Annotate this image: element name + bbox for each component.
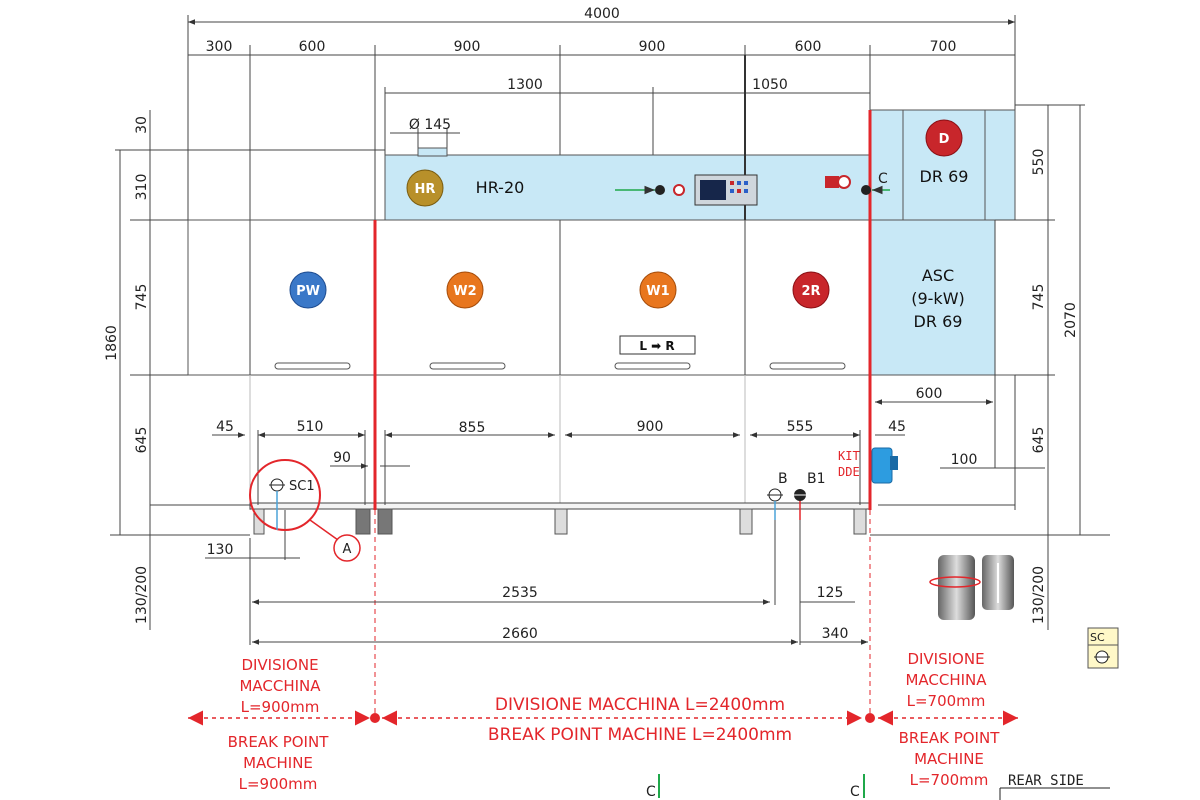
section-c-icons bbox=[658, 774, 865, 798]
sc-legend-box bbox=[1087, 627, 1119, 669]
asc-line3: DR 69 bbox=[914, 312, 963, 331]
connection-c-icon bbox=[825, 175, 890, 195]
dim-b45-right: 45 bbox=[888, 419, 906, 435]
dim-h1860: 1860 bbox=[104, 325, 120, 361]
marker-a: A bbox=[343, 542, 352, 557]
lower-dimensions bbox=[205, 399, 1045, 645]
left-note-it-2: MACCHINA bbox=[239, 677, 321, 695]
svg-text:W1: W1 bbox=[646, 284, 669, 299]
dim-b90: 90 bbox=[333, 450, 351, 466]
rear-side-label: REAR SIDE bbox=[1008, 773, 1084, 789]
section-c-right: C bbox=[850, 784, 860, 800]
top-dimensions bbox=[187, 15, 1016, 375]
dim-h745: 745 bbox=[134, 284, 150, 311]
kit-dde-icon bbox=[871, 447, 898, 484]
dim-b340: 340 bbox=[822, 626, 849, 642]
kit-label-2: DDE bbox=[838, 465, 860, 479]
dim-b555: 555 bbox=[787, 419, 814, 435]
dim-r130-200: 130/200 bbox=[1031, 566, 1047, 624]
hr-module bbox=[384, 154, 871, 221]
marker-sc: SC bbox=[1090, 631, 1105, 644]
right-note-en-1: BREAK POINT bbox=[899, 729, 1001, 747]
r2-badge: 2R bbox=[792, 271, 830, 309]
marker-c: C bbox=[878, 171, 888, 187]
dim-h130-200: 130/200 bbox=[134, 566, 150, 624]
dim-top-1: 300 bbox=[206, 39, 233, 55]
hr-label: HR-20 bbox=[476, 178, 525, 197]
left-note-it-3: L=900mm bbox=[241, 698, 320, 716]
svg-text:D: D bbox=[939, 132, 950, 147]
section-c-left: C bbox=[646, 784, 656, 800]
svg-text:L ➡ R: L ➡ R bbox=[639, 339, 674, 353]
dim-b510: 510 bbox=[297, 419, 324, 435]
w2-badge: W2 bbox=[446, 271, 484, 309]
dim-top-2: 600 bbox=[299, 39, 326, 55]
d-badge: D bbox=[925, 119, 963, 157]
dim-h310: 310 bbox=[134, 174, 150, 201]
marker-sc1: SC1 bbox=[289, 479, 315, 494]
control-panel-icon bbox=[615, 174, 758, 206]
asc-module bbox=[869, 219, 996, 376]
dim-b125: 125 bbox=[817, 585, 844, 601]
dim-b45-left: 45 bbox=[216, 419, 234, 435]
dim-diameter: Ø 145 bbox=[409, 117, 451, 133]
right-note-en-3: L=700mm bbox=[910, 771, 989, 789]
sc1-detail-icon bbox=[249, 459, 361, 562]
dim-b2535: 2535 bbox=[502, 585, 538, 601]
asc-line2: (9-kW) bbox=[911, 289, 965, 308]
left-note-it-1: DIVISIONE bbox=[241, 656, 318, 674]
pw-badge: PW bbox=[289, 271, 327, 309]
mid-note-en: BREAK POINT MACHINE L=2400mm bbox=[488, 725, 792, 745]
left-note-en-2: MACHINE bbox=[243, 754, 313, 772]
right-note-it-2: MACCHINA bbox=[905, 671, 987, 689]
break-point-left-dot bbox=[370, 713, 380, 723]
hr-badge: HR bbox=[406, 169, 444, 207]
marker-b1: B1 bbox=[807, 471, 826, 487]
dim-b100: 100 bbox=[951, 452, 978, 468]
dim-b855: 855 bbox=[459, 420, 486, 436]
direction-arrow-icon: L ➡ R bbox=[619, 335, 696, 355]
dim-b130: 130 bbox=[207, 542, 234, 558]
dim-r2070: 2070 bbox=[1063, 302, 1079, 338]
kit-label-1: KIT bbox=[838, 449, 860, 463]
inlet-b-icon bbox=[767, 488, 808, 520]
dim-h645: 645 bbox=[134, 427, 150, 454]
right-note-it-3: L=700mm bbox=[907, 692, 986, 710]
dim-r645: 645 bbox=[1031, 427, 1047, 454]
right-note-it-1: DIVISIONE bbox=[907, 650, 984, 668]
dim-hr-width: 1300 bbox=[507, 77, 543, 93]
dim-b900: 900 bbox=[637, 419, 664, 435]
right-dimensions bbox=[994, 104, 1085, 630]
dim-top-3: 900 bbox=[454, 39, 481, 55]
w1-badge: W1 bbox=[639, 271, 677, 309]
dim-r745: 745 bbox=[1031, 284, 1047, 311]
dim-b2660: 2660 bbox=[502, 626, 538, 642]
dim-top-4: 900 bbox=[639, 39, 666, 55]
dim-r550: 550 bbox=[1031, 149, 1047, 176]
left-dimensions bbox=[110, 110, 385, 630]
d-label: DR 69 bbox=[920, 167, 969, 186]
mid-note-it: DIVISIONE MACCHINA L=2400mm bbox=[495, 695, 785, 715]
svg-text:HR: HR bbox=[415, 182, 436, 197]
asc-line1: ASC bbox=[922, 266, 954, 285]
marker-b: B bbox=[778, 471, 788, 487]
dim-top-5: 600 bbox=[795, 39, 822, 55]
dim-h30: 30 bbox=[134, 116, 150, 134]
dim-top-6: 700 bbox=[930, 39, 957, 55]
left-note-en-3: L=900mm bbox=[239, 775, 318, 793]
svg-text:W2: W2 bbox=[453, 284, 476, 299]
dim-total: 4000 bbox=[584, 6, 620, 22]
machine-body bbox=[187, 55, 1110, 536]
svg-text:PW: PW bbox=[296, 284, 320, 299]
right-note-en-2: MACHINE bbox=[914, 750, 984, 768]
dim-ctrl-width: 1050 bbox=[752, 77, 788, 93]
dim-b600: 600 bbox=[916, 386, 943, 402]
svg-text:2R: 2R bbox=[801, 284, 820, 299]
break-point-right-dot bbox=[865, 713, 875, 723]
adjustable-foot-icon bbox=[929, 555, 1014, 620]
left-note-en-1: BREAK POINT bbox=[228, 733, 330, 751]
